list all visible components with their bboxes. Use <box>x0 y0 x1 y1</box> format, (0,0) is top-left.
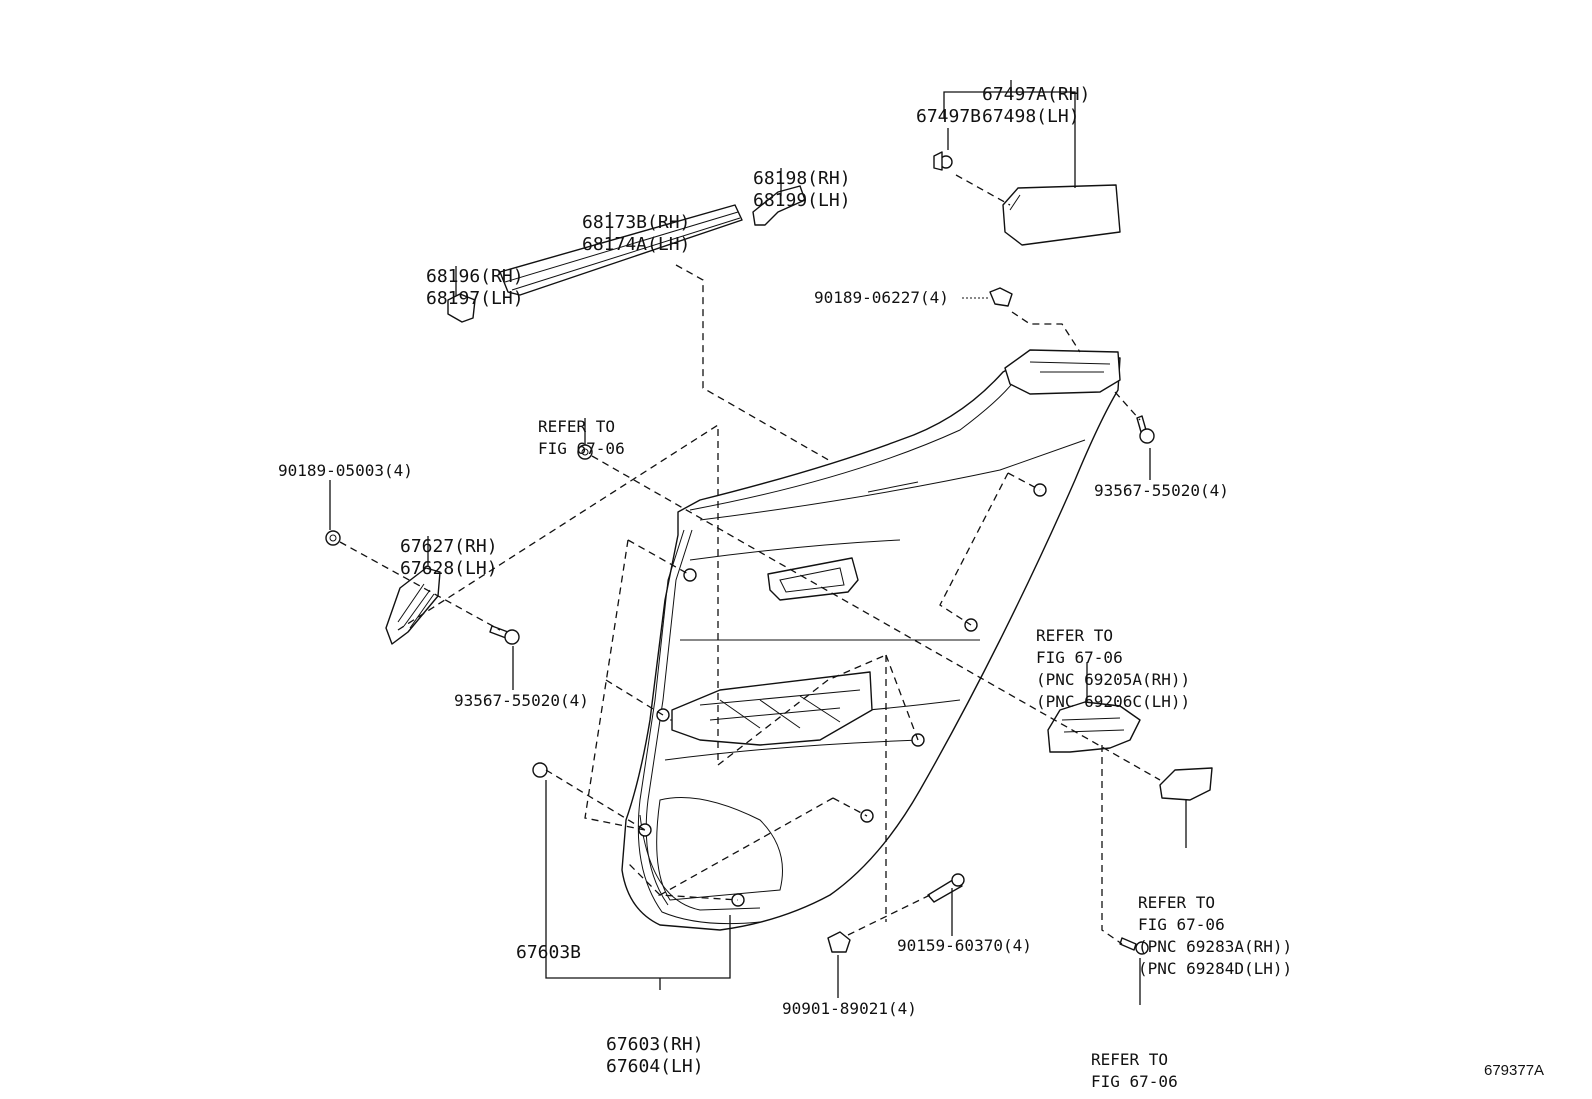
screw-93567-left <box>489 625 520 645</box>
clip-67603b <box>532 762 548 778</box>
clip-90189-05003 <box>325 530 341 546</box>
bracket-67627 <box>385 567 441 645</box>
clip-67497b <box>933 151 953 171</box>
label-90189-05003: 90189-05003(4) <box>278 461 413 480</box>
label-90159: 90159-60370(4) <box>897 936 1032 955</box>
label-90189-06227: 90189-06227(4) <box>814 288 949 307</box>
screw-90159 <box>927 873 965 903</box>
label-68173b: 68173B(RH)68174A(LH) <box>582 212 691 255</box>
label-67603b: 67603B <box>516 942 582 963</box>
clip-90189-06227 <box>989 287 1013 307</box>
assembly-lines <box>339 174 1161 945</box>
figure-id: 679377A <box>1484 1062 1545 1079</box>
nut-90901 <box>827 931 851 953</box>
door-trim-board <box>621 349 1121 931</box>
label-67603: 67603(RH)67604(LH) <box>606 1034 704 1077</box>
armrest-pad <box>1002 184 1121 246</box>
label-90901: 90901-89021(4) <box>782 999 917 1018</box>
moulding-clip-68196 <box>447 293 476 323</box>
label-67497b: 67497B <box>916 106 982 127</box>
leader-lines <box>329 80 1187 1005</box>
moulding-clip-68198 <box>752 185 806 226</box>
label-68196: 68196(RH)68197(LH) <box>426 266 524 309</box>
label-68198: 68198(RH)68199(LH) <box>753 168 851 211</box>
label-67497a: 67497A(RH)67498(LH) <box>982 84 1091 127</box>
label-93567-left: 93567-55020(4) <box>454 691 589 710</box>
label-93567-right: 93567-55020(4) <box>1094 481 1229 500</box>
belt-moulding <box>499 204 743 296</box>
handle-cover <box>1159 767 1213 801</box>
screw-refer-bottom <box>1119 937 1149 955</box>
clip-refer-top <box>577 444 593 460</box>
label-67627: 67627(RH)67628(LH) <box>400 536 498 579</box>
inner-handle <box>1047 701 1141 753</box>
